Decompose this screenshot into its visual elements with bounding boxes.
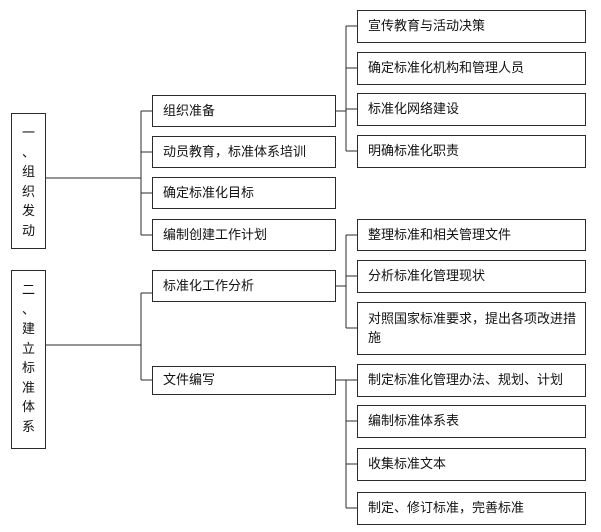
detail-1-1-4-label: 明确标准化职责 bbox=[368, 144, 460, 159]
detail-1-1-4: 明确标准化职责 bbox=[357, 135, 586, 168]
detail-2-2-4-label: 制定、修订标准，完善标准 bbox=[368, 501, 525, 516]
detail-2-2-3-label: 收集标准文本 bbox=[368, 457, 447, 472]
detail-2-2-2-label: 编制标准体系表 bbox=[368, 414, 460, 429]
item-1-4: 编制创建工作计划 bbox=[152, 219, 336, 251]
detail-2-1-2: 分析标准化管理现状 bbox=[357, 260, 586, 293]
detail-2-1-2-label: 分析标准化管理现状 bbox=[368, 269, 486, 284]
detail-2-2-3: 收集标准文本 bbox=[357, 448, 586, 481]
detail-2-2-1: 制定标准化管理办法、规划、计划 bbox=[357, 364, 586, 397]
detail-1-1-3-label: 标准化网络建设 bbox=[368, 102, 460, 117]
item-2-2-label: 文件编写 bbox=[163, 373, 216, 388]
item-1-4-label: 编制创建工作计划 bbox=[163, 227, 268, 243]
section-1-box: 一、组织发动 bbox=[11, 113, 46, 249]
detail-1-1-2: 确定标准化机构和管理人员 bbox=[357, 52, 586, 85]
item-1-1: 组织准备 bbox=[152, 95, 336, 127]
detail-2-1-1: 整理标准和相关管理文件 bbox=[357, 219, 586, 251]
section-1-title: 一、组织发动 bbox=[21, 126, 35, 239]
detail-2-1-1-label: 整理标准和相关管理文件 bbox=[368, 227, 512, 243]
detail-1-1-1-label: 宣传教育与活动决策 bbox=[368, 19, 486, 34]
detail-2-2-4: 制定、修订标准，完善标准 bbox=[357, 492, 586, 525]
item-1-3: 确定标准化目标 bbox=[152, 177, 336, 209]
section-2-title: 二、建立标准体系 bbox=[21, 283, 35, 435]
item-1-2-label: 动员教育，标准体系培训 bbox=[163, 144, 307, 160]
item-2-1-label: 标准化工作分析 bbox=[163, 278, 255, 294]
detail-1-1-1: 宣传教育与活动决策 bbox=[357, 10, 586, 43]
item-2-2: 文件编写 bbox=[152, 366, 336, 395]
detail-2-2-2: 编制标准体系表 bbox=[357, 405, 586, 438]
section-2-box: 二、建立标准体系 bbox=[11, 270, 46, 449]
item-2-1: 标准化工作分析 bbox=[152, 270, 336, 302]
detail-2-2-1-label: 制定标准化管理办法、规划、计划 bbox=[368, 373, 564, 388]
detail-2-1-3: 对照国家标准要求，提出各项改进措施 bbox=[357, 302, 586, 355]
detail-1-1-2-label: 确定标准化机构和管理人员 bbox=[368, 61, 525, 76]
item-1-2: 动员教育，标准体系培训 bbox=[152, 136, 336, 168]
item-1-1-label: 组织准备 bbox=[163, 103, 216, 119]
item-1-3-label: 确定标准化目标 bbox=[163, 185, 255, 201]
detail-1-1-3: 标准化网络建设 bbox=[357, 93, 586, 126]
detail-2-1-3-label: 对照国家标准要求，提出各项改进措施 bbox=[368, 312, 577, 346]
